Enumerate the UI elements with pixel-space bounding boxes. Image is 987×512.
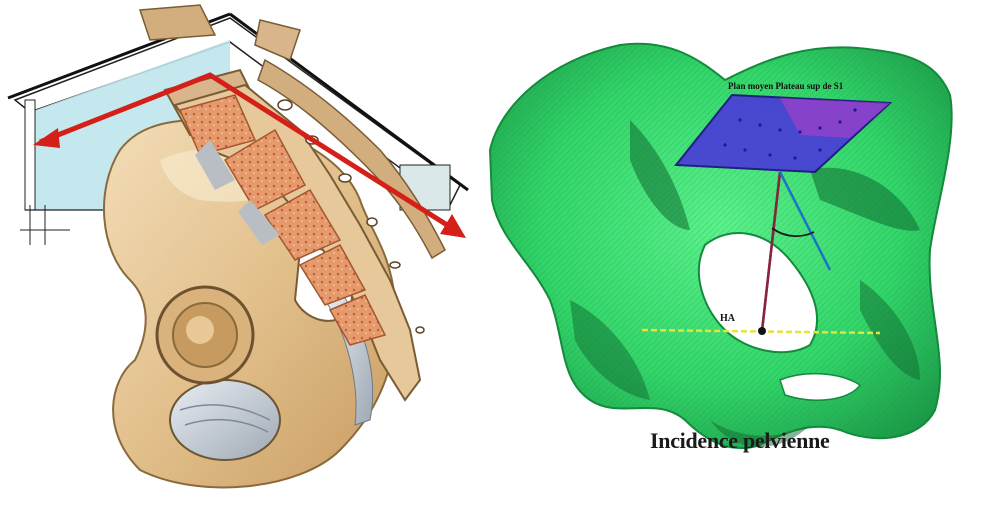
sagittal-pelvis-illustration	[0, 0, 475, 512]
ha-point-label: HA	[720, 313, 735, 324]
pelvic-incidence-3d-model: Plan moyen Plateau sup de S1 HA Incidenc…	[480, 0, 987, 512]
figure-caption: Incidence pelvienne	[650, 428, 829, 454]
ha-point	[758, 327, 766, 335]
plane-label: Plan moyen Plateau sup de S1	[728, 81, 843, 91]
pelvis-anatomy-drawing	[0, 0, 475, 512]
arrowhead-right-icon	[440, 214, 466, 238]
